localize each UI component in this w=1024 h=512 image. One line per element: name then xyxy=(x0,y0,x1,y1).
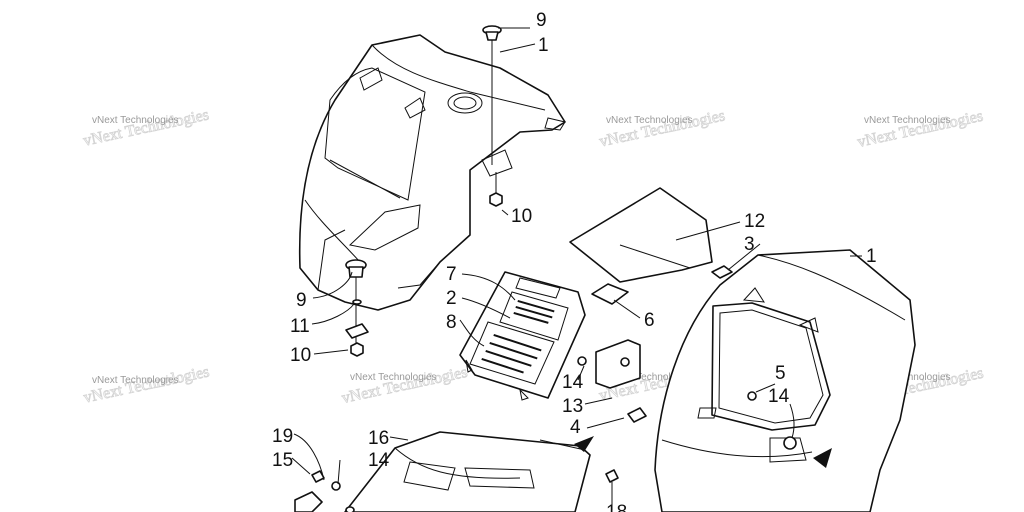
hardware-parts xyxy=(294,25,832,512)
callout-10-top: 10 xyxy=(511,206,532,227)
callout-8: 8 xyxy=(446,312,457,333)
direction-arrow-icon xyxy=(813,448,832,468)
direction-arrow-icon xyxy=(574,436,594,452)
callout-9-left: 9 xyxy=(296,290,307,311)
fastener-part-9-top xyxy=(482,25,502,165)
callout-3: 3 xyxy=(744,234,755,255)
callout-14-right: 14 xyxy=(768,386,790,407)
upper-fender-housing xyxy=(298,34,566,311)
callout-16: 16 xyxy=(368,428,389,449)
watermark-text: vNext Technologies xyxy=(864,115,951,126)
callout-18: 18 xyxy=(606,502,627,512)
callout-14-mid: 14 xyxy=(562,372,584,393)
nut-part-14-mid xyxy=(577,356,587,366)
callout-4: 4 xyxy=(570,417,581,438)
clip-part-3 xyxy=(711,265,733,279)
watermark: vNext Technologies vNext Technologies xyxy=(856,107,985,151)
nut-part-14-bottom xyxy=(331,481,341,491)
clip-part-19 xyxy=(294,491,323,512)
svg-text:vNext Technologies: vNext Technologies xyxy=(82,106,211,149)
grommet-part-5 xyxy=(747,391,757,401)
watermark-text: vNext Technologies xyxy=(606,115,693,126)
watermark-text: vNext Technologies xyxy=(608,372,695,383)
callout-6: 6 xyxy=(644,310,655,331)
leader-lines xyxy=(291,27,862,510)
lower-storage-bin xyxy=(344,431,591,512)
nut-part-10-left xyxy=(350,342,364,357)
watermark-text: vNext Technologies xyxy=(350,372,437,383)
watermark-text: vNext Technologies xyxy=(92,375,179,386)
svg-text:vNext Technologies: vNext Technologies xyxy=(340,364,469,407)
callout-1-right: 1 xyxy=(866,246,877,267)
callout-15: 15 xyxy=(272,450,293,471)
callout-19: 19 xyxy=(272,426,293,447)
pad-part-12 xyxy=(569,187,713,283)
svg-text:vNext Technologies: vNext Technologies xyxy=(598,107,727,150)
callout-9-top: 9 xyxy=(536,10,547,31)
watermark: vNext Technologies vNext Technologies xyxy=(81,106,211,150)
washer-part-11 xyxy=(352,299,362,305)
callout-13: 13 xyxy=(562,396,583,417)
screw-part-18 xyxy=(605,469,619,483)
clip-part-4 xyxy=(627,407,647,423)
callout-2: 2 xyxy=(446,288,457,309)
bracket-part-13 xyxy=(595,339,641,389)
callout-7: 7 xyxy=(446,264,457,285)
label-part-6 xyxy=(591,283,629,305)
watermark: vNext Technologies vNext Technologies xyxy=(82,363,211,407)
callout-11: 11 xyxy=(290,316,310,337)
callout-labels: 9 1 10 12 3 1 7 2 8 6 9 11 10 14 13 5 14… xyxy=(272,10,877,512)
lid-panel-part-2 xyxy=(459,271,586,401)
callout-1-top: 1 xyxy=(538,35,549,56)
callout-10-left: 10 xyxy=(290,345,311,366)
watermark-text: vNext Technologies xyxy=(92,115,179,126)
callout-12: 12 xyxy=(744,211,765,232)
warning-decal-lines xyxy=(481,300,555,374)
watermark: vNext Technologies vNext Technologies xyxy=(597,107,727,151)
watermark: vNext Technologies vNext Technologies xyxy=(340,363,469,407)
storage-lid-housing xyxy=(654,249,916,512)
callout-14-bottom: 14 xyxy=(368,450,390,471)
callout-5: 5 xyxy=(775,363,786,384)
nut-part-10-top xyxy=(489,192,503,207)
